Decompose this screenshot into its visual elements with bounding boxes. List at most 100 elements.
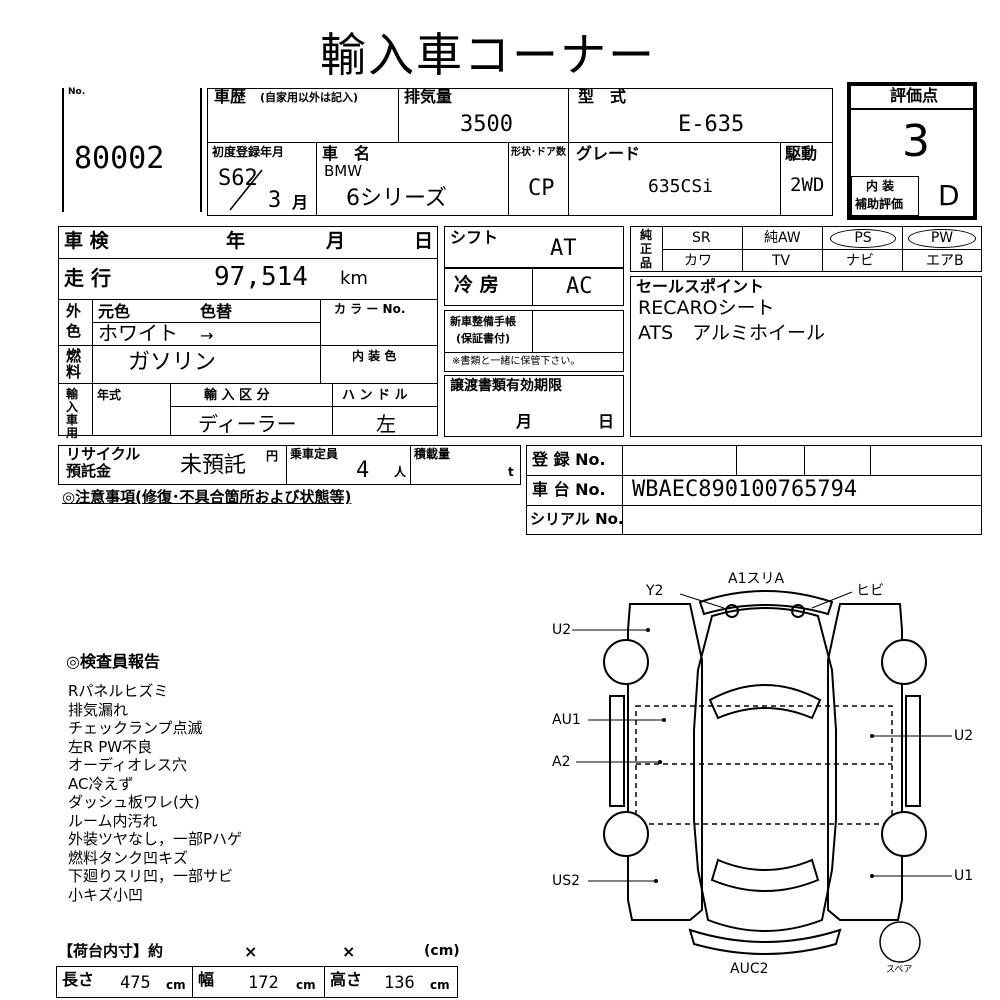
ac-value: AC — [566, 274, 593, 299]
cabin-outline-dashed — [635, 705, 893, 825]
shift-label: シフト — [450, 228, 499, 247]
inspection-block — [58, 226, 438, 436]
genuine-leather: カワ — [684, 253, 712, 269]
ac-label: 冷 房 — [454, 274, 499, 296]
recycle-row — [58, 445, 521, 485]
report-line: 燃料タンク凹キズ — [68, 848, 189, 867]
interior-score-value: D — [938, 179, 960, 212]
height-value: 136 — [384, 973, 415, 993]
damage-crack: ヒビ — [856, 583, 884, 599]
damage-u2-left: U2 — [552, 622, 572, 638]
displacement-label: 排気量 — [404, 87, 453, 106]
car-body-outline — [693, 607, 837, 932]
report-line: 下廻りスリ凹，一部サビ — [68, 867, 234, 885]
handle-label: ハ ン ド ル — [342, 388, 408, 403]
shift-box — [444, 226, 624, 268]
import-year-label: 年式 — [97, 388, 122, 402]
length-label: 長さ — [62, 970, 95, 989]
wheel-front-right — [881, 639, 927, 685]
damage-u1: U1 — [954, 868, 974, 884]
grade-label: グレード — [576, 144, 641, 163]
spare-label: スペア — [886, 965, 913, 975]
drive-value: 2WD — [790, 174, 825, 196]
shift-value: AT — [550, 236, 577, 261]
damage-a2: A2 — [552, 754, 571, 770]
wheel-front-left — [603, 639, 649, 685]
interior-color-label: 内 装 色 — [352, 349, 397, 363]
interior-sub-label: 補助評価 — [855, 197, 904, 211]
damage-us2: US2 — [552, 873, 581, 889]
width-label: 幅 — [198, 970, 215, 989]
import-label: 輸入車用 — [66, 387, 79, 440]
cargo-x-2: × — [342, 942, 356, 961]
first-reg-label: 初度登録年月 — [212, 145, 285, 159]
capacity-value: 4 — [356, 458, 370, 483]
handle-value: 左 — [376, 412, 396, 436]
selling-point-2: ATS アルミホイール — [638, 322, 825, 344]
genuine-ps-circled: PS — [830, 229, 896, 248]
inspection-day: 日 — [414, 230, 434, 252]
rear-bumper — [688, 928, 842, 955]
selling-points-label: セールスポイント — [636, 277, 765, 296]
first-reg-month-unit: 月 — [292, 193, 309, 212]
car-damage-diagram — [572, 590, 952, 963]
cargo-dimensions-box — [56, 966, 458, 998]
inspection-year: 年 — [226, 230, 246, 252]
report-line: チェックランプ点滅 — [68, 719, 203, 737]
width-unit: cm — [296, 978, 316, 992]
report-line: AC冷えず — [68, 774, 134, 793]
genuine-tv: TV — [772, 253, 791, 269]
genuine-navi: ナビ — [846, 253, 874, 269]
interior-score-label-box — [851, 176, 919, 216]
mileage-value: 97,514 — [214, 262, 308, 292]
manual-label-2: (保証書付) — [456, 332, 511, 345]
capacity-unit: 人 — [394, 465, 407, 479]
transfer-day: 日 — [598, 412, 615, 431]
load-label: 積載量 — [414, 447, 451, 461]
color-code-label: カ ラ ー No. — [334, 302, 406, 316]
lot-number-label: No. — [68, 87, 86, 97]
height-label: 高さ — [330, 970, 363, 989]
windshield — [708, 684, 822, 720]
reg-no-label: 登 録 No. — [532, 450, 606, 469]
lot-number-value: 80002 — [74, 141, 165, 176]
genuine-sr: SR — [692, 230, 711, 246]
body-shape-value: CP — [528, 176, 555, 201]
front-bumper — [698, 590, 834, 616]
report-list: Rパネルヒズミ 排気漏れ チェックランプ点滅 左R PW不良 オーディオレス穴 … — [68, 682, 242, 904]
model-type-value: E-635 — [678, 112, 745, 137]
cargo-heading: 【荷台内寸】約 — [58, 942, 164, 960]
score-label: 評価点 — [890, 86, 939, 105]
length-unit: cm — [166, 978, 186, 992]
genuine-aw: 純AW — [764, 230, 801, 246]
page-title: 輸入車コーナー — [320, 28, 656, 82]
capacity-label: 乗車定員 — [290, 447, 339, 461]
fuel-label-2: 料 — [66, 363, 82, 381]
wheel-rear-right — [881, 811, 927, 857]
genuine-label-3: 品 — [640, 256, 653, 270]
genuine-label-1: 純 — [640, 228, 653, 242]
transfer-label: 譲渡書類有効期限 — [450, 378, 562, 394]
damage-leader-lines — [572, 591, 952, 882]
genuine-airbag: エアB — [926, 253, 964, 269]
damage-au1: AU1 — [552, 712, 581, 728]
wheel-rear-left — [603, 811, 649, 857]
report-line: 左R PW不良 — [68, 737, 153, 756]
registration-box — [526, 445, 982, 535]
color-label-outer: 外 — [66, 302, 82, 320]
inspection-month: 月 — [326, 230, 346, 252]
rear-window — [710, 858, 820, 892]
vehicle-info-block — [207, 88, 833, 216]
selling-point-1: RECAROシート — [638, 297, 775, 319]
displacement-value: 3500 — [460, 112, 513, 137]
report-line: ルーム内汚れ — [68, 811, 158, 830]
right-side-skirt — [905, 695, 921, 807]
grade-value: 635CSi — [648, 176, 714, 197]
orig-color-label: 元色 — [98, 302, 131, 321]
fuel-value: ガソリン — [128, 350, 217, 375]
report-line: 排気漏れ — [68, 700, 129, 719]
color-change-label: 色替 — [200, 302, 233, 321]
recycle-label-1: リサイクル — [66, 445, 141, 463]
chassis-no-label: 車 台 No. — [532, 480, 606, 499]
report-line: オーディオレス穴 — [68, 756, 187, 774]
